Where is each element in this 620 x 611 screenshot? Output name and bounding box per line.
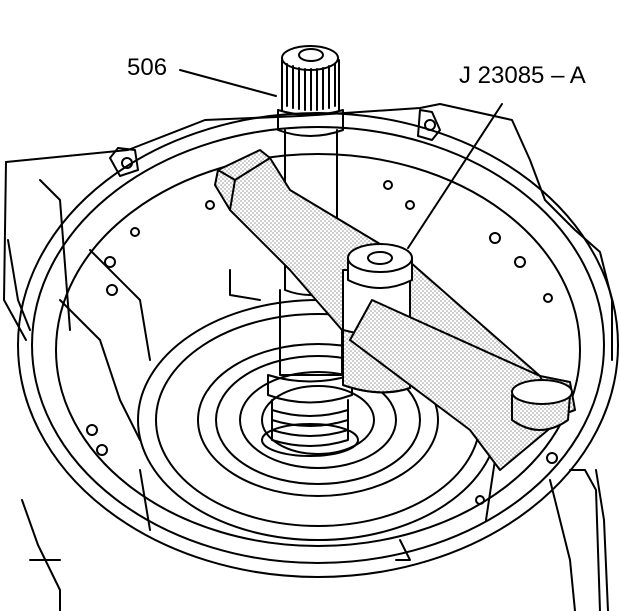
- j23085a-tool: [214, 149, 576, 471]
- tool-leader-line: [407, 103, 503, 249]
- shaft-callout-label: 506: [127, 54, 168, 81]
- case-bore: [17, 112, 619, 578]
- tool-callout-label: J 23085 – A: [459, 62, 586, 89]
- transmission-case: [3, 103, 613, 611]
- shaft-leader-line: [179, 69, 277, 97]
- case-bolt-holes: [86, 180, 558, 505]
